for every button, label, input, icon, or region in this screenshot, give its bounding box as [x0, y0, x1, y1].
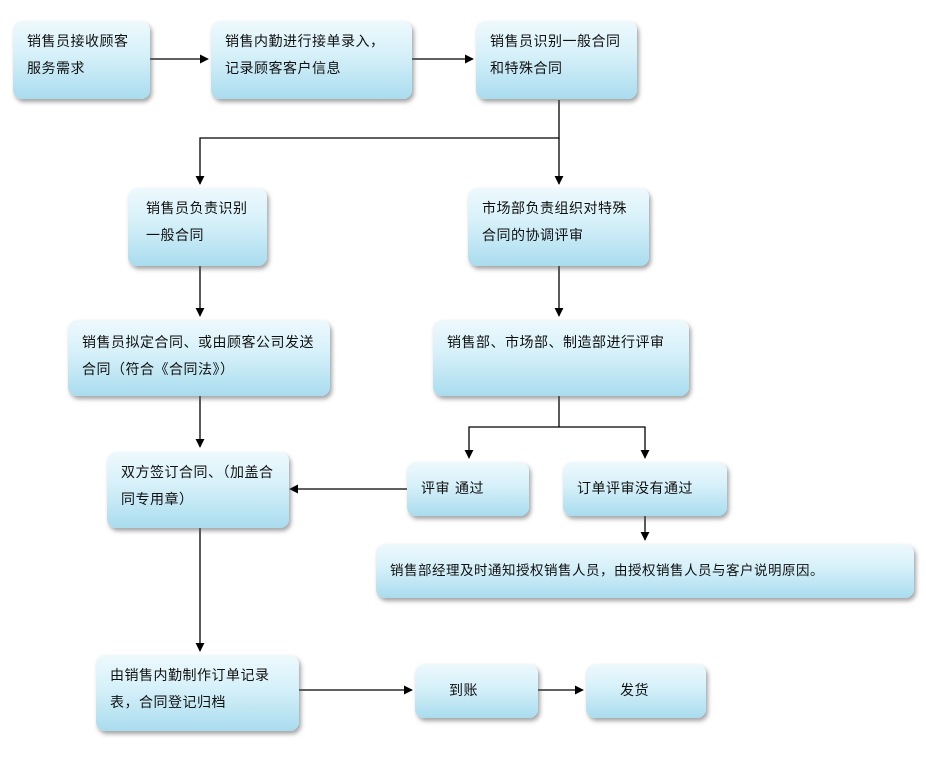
node-general-contract: 销售员负责识别一般合同 [128, 188, 267, 266]
node-review-passed: 评审 通过 [407, 462, 529, 516]
node-joint-review: 销售部、市场部、制造部进行评审 [433, 320, 689, 396]
arrow-identify-to-general [195, 100, 560, 185]
node-receive-need: 销售员接收顾客服务需求 [13, 21, 150, 99]
node-notify-reason: 销售部经理及时通知授权销售人员，由授权销售人员与客户说明原因。 [376, 544, 914, 598]
node-ship-goods: 发货 [586, 664, 706, 718]
node-order-entry: 销售内勤进行接单录入，记录顾客客户信息 [211, 21, 412, 99]
node-draft-contract: 销售员拟定合同、或由顾客公司发送合同（符合《合同法》） [68, 320, 330, 396]
node-payment-received: 到账 [415, 664, 538, 718]
arrow-review-to-fail [559, 426, 650, 459]
node-record-archive: 由销售内勤制作订单记录表，合同登记归档 [96, 655, 299, 731]
node-review-failed: 订单评审没有通过 [563, 462, 727, 516]
node-sign-contract: 双方签订合同、（加盖合同专用章） [107, 452, 289, 528]
node-identify-contracts: 销售员识别一般合同和特殊合同 [476, 21, 637, 99]
arrow-review-to-pass [464, 396, 560, 459]
node-special-contract: 市场部负责组织对特殊合同的协调评审 [468, 188, 649, 266]
